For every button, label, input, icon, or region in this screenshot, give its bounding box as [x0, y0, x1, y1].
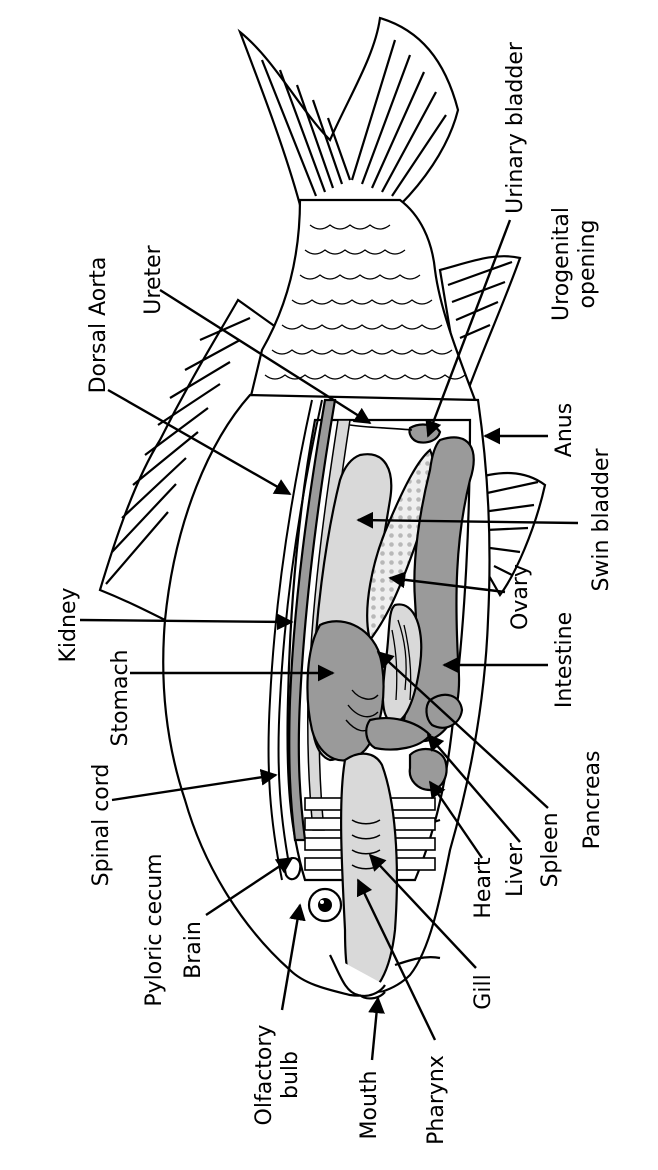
label-pharynx: Pharynx — [424, 1055, 449, 1145]
stomach-shape — [306, 620, 385, 762]
leader-pharynx — [356, 878, 437, 1041]
label-dorsal-aorta: Dorsal Aorta — [86, 257, 111, 394]
fish-body-group — [98, 16, 547, 1000]
leader-heart — [429, 780, 483, 859]
leader-dorsal-aorta — [107, 388, 292, 496]
label-olfactory-bulb-line1: Olfactory — [252, 1025, 277, 1126]
label-spleen: Spleen — [538, 812, 563, 887]
label-urinary-bladder: Urinary bladder — [503, 41, 528, 214]
leader-brain — [205, 856, 294, 917]
leader-spinal-cord — [111, 768, 278, 802]
label-urogenital-line2: opening — [575, 220, 600, 309]
leader-spleen — [376, 650, 549, 809]
label-stomach: Stomach — [108, 649, 133, 746]
labels: Spinal cord Pyloric cecum Brain Olfactor… — [56, 41, 614, 1145]
urinary-bladder-shape — [408, 423, 442, 444]
label-gill: Gill — [471, 974, 496, 1009]
caudal-peduncle — [248, 198, 477, 402]
leader-ovary — [388, 571, 506, 594]
spinal-column-inner — [267, 399, 313, 881]
leader-lines — [79, 219, 579, 1061]
leader-ureter — [159, 288, 372, 425]
label-spinal-cord: Spinal cord — [89, 764, 114, 887]
label-anus: Anus — [552, 403, 577, 457]
label-olfactory-bulb-line2: bulb — [278, 1051, 303, 1099]
label-intestine: Intestine — [552, 612, 577, 708]
leader-swim-bladder — [356, 511, 579, 529]
label-pyloric-cecum: Pyloric cecum — [142, 853, 167, 1006]
label-heart: Heart — [471, 857, 496, 919]
leader-mouth — [368, 996, 385, 1061]
label-ureter: Ureter — [141, 244, 166, 314]
label-kidney: Kidney — [56, 587, 81, 662]
label-ovary: Ovary — [508, 564, 533, 630]
dorsal-fin — [98, 298, 282, 622]
liver-shape — [365, 717, 432, 751]
leader-kidney — [79, 613, 294, 631]
label-pancreas: Pancreas — [580, 751, 605, 850]
leader-liver — [426, 733, 521, 843]
label-brain: Brain — [181, 921, 206, 979]
ureter-line — [349, 424, 413, 431]
label-liver: Liver — [503, 842, 528, 897]
tail-fin — [237, 16, 460, 207]
spinal-column — [277, 399, 323, 881]
label-swim-bladder: Swin bladder — [589, 448, 614, 592]
leader-olfactory-bulb — [280, 903, 306, 1011]
label-urogenital-line1: Urogenital — [549, 207, 574, 321]
eye — [307, 887, 343, 923]
leader-gill — [368, 853, 477, 969]
label-mouth: Mouth — [357, 1071, 382, 1140]
leader-urinary-bladder — [425, 219, 512, 438]
